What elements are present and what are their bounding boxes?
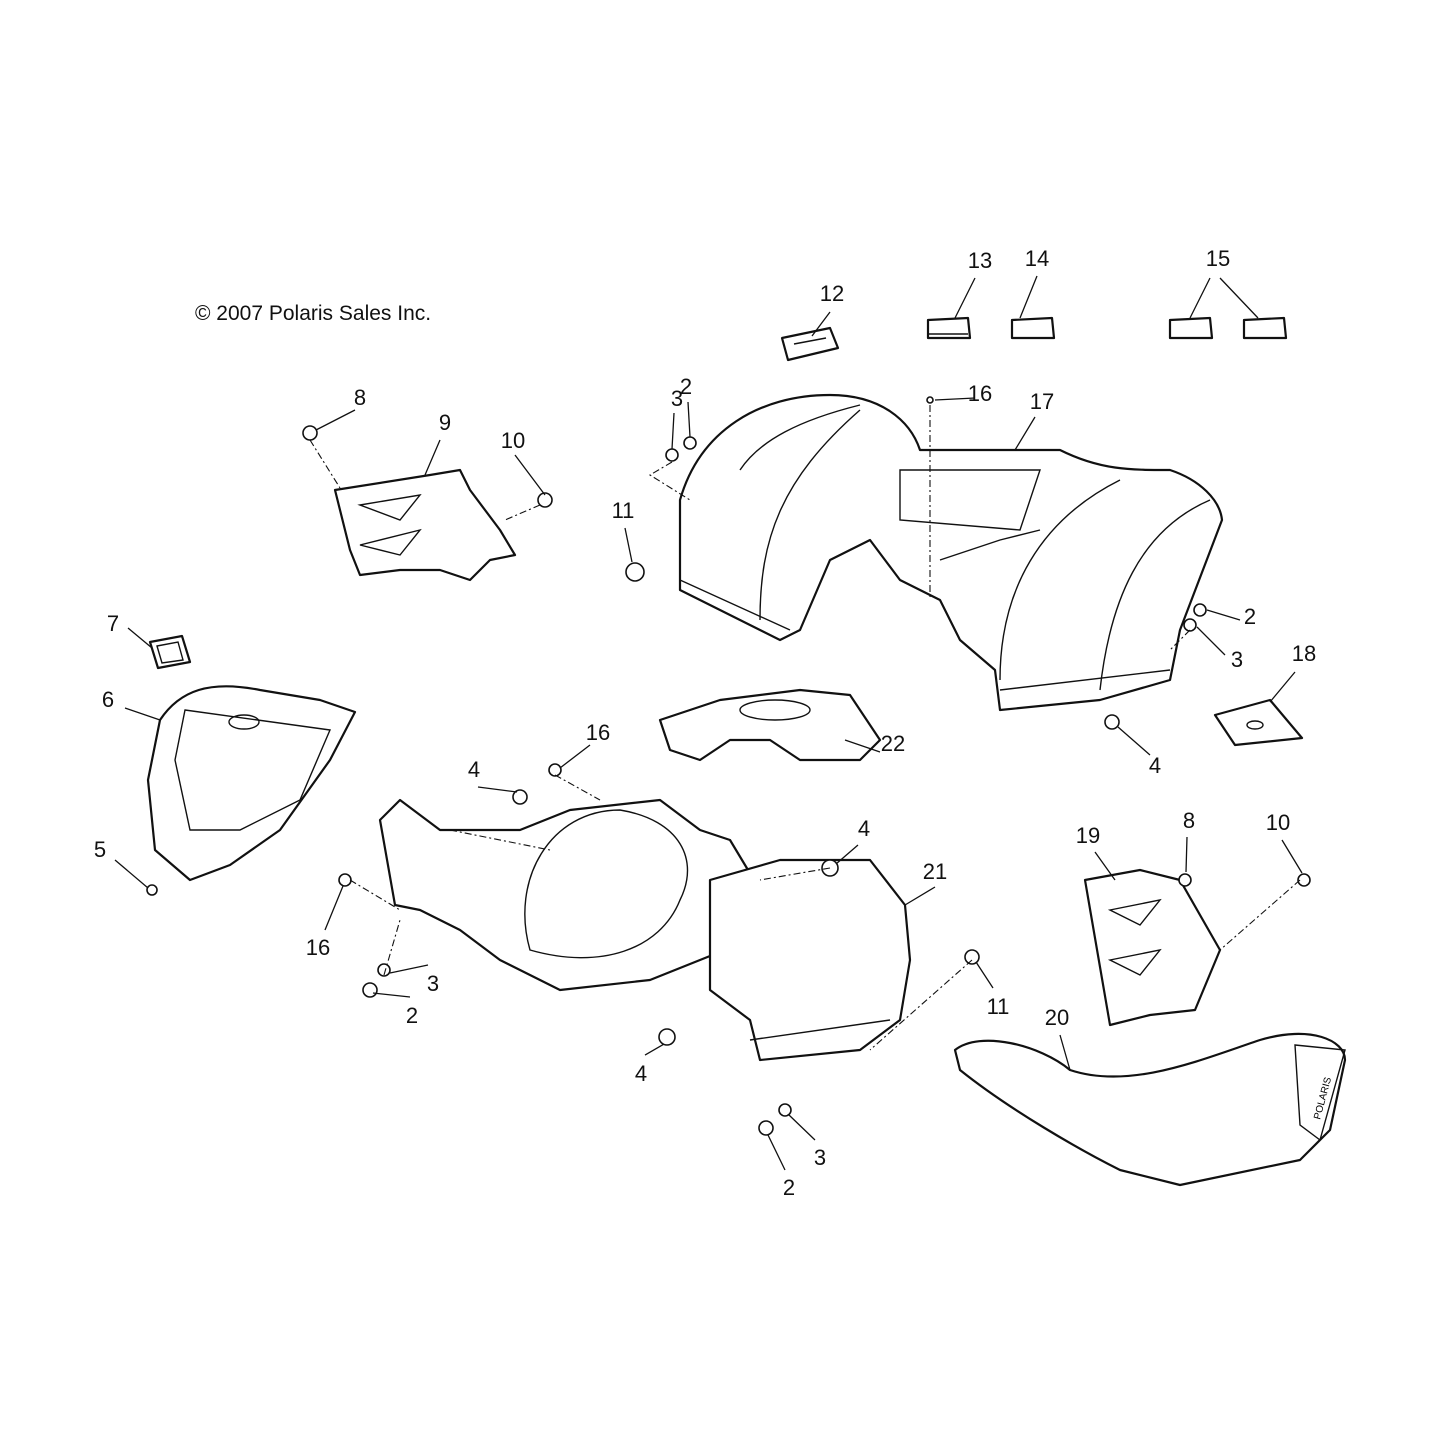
bezel-7 <box>148 634 192 670</box>
callout-14: 14 <box>1025 246 1049 271</box>
callout-4: 4 <box>1149 753 1161 778</box>
callout-8: 8 <box>354 385 366 410</box>
side-panel-9 <box>333 468 517 582</box>
decal-13 <box>926 316 972 340</box>
dash-cover-22 <box>658 688 882 762</box>
callout-4: 4 <box>635 1061 647 1086</box>
callout-21: 21 <box>923 859 947 884</box>
leader-lines <box>114 275 1303 1171</box>
callout-2: 2 <box>1244 604 1256 629</box>
callout-2: 2 <box>406 1003 418 1028</box>
callout-16: 16 <box>306 935 330 960</box>
callout-5: 5 <box>94 837 106 862</box>
plate-18 <box>1213 698 1304 747</box>
callout-3: 3 <box>671 386 683 411</box>
decal-15-left <box>1168 316 1214 340</box>
copyright-notice: © 2007 Polaris Sales Inc. <box>195 302 431 325</box>
callout-10: 10 <box>1266 810 1290 835</box>
callout-13: 13 <box>968 248 992 273</box>
callout-20: 20 <box>1045 1005 1069 1030</box>
front-nose-6 <box>146 685 357 882</box>
callout-8: 8 <box>1183 808 1195 833</box>
callout-9: 9 <box>439 410 451 435</box>
callout-3: 3 <box>1231 647 1243 672</box>
decal-14 <box>1010 316 1056 340</box>
callout-10: 10 <box>501 428 525 453</box>
front-fender <box>378 798 762 992</box>
callout-2: 2 <box>680 374 692 399</box>
callout-19: 19 <box>1076 823 1100 848</box>
callout-4: 4 <box>858 816 870 841</box>
decal-15-right <box>1242 316 1288 340</box>
callout-11: 11 <box>612 498 635 523</box>
callout-18: 18 <box>1292 641 1316 666</box>
callout-labels: 13 14 15 12 8 9 10 3 2 16 17 11 7 6 2 3 … <box>94 246 1316 1200</box>
callout-17: 17 <box>1030 389 1054 414</box>
callout-22: 22 <box>881 731 905 756</box>
side-panel-19 <box>1083 868 1222 1027</box>
callout-3: 3 <box>427 971 439 996</box>
callout-2: 2 <box>783 1175 795 1200</box>
rear-fender <box>678 393 1224 712</box>
seat-20: POLARIS <box>953 1032 1347 1187</box>
callout-3: 3 <box>814 1145 826 1170</box>
callout-15: 15 <box>1206 246 1230 271</box>
callout-11: 11 <box>987 994 1010 1019</box>
callout-12: 12 <box>820 281 844 306</box>
callout-6: 6 <box>102 687 114 712</box>
bracket-12 <box>780 326 840 362</box>
callout-4: 4 <box>468 757 480 782</box>
callout-16: 16 <box>586 720 610 745</box>
footwell-21 <box>708 858 912 1062</box>
callout-16: 16 <box>968 381 992 406</box>
callout-7: 7 <box>107 611 119 636</box>
dash-lines <box>309 405 1301 1051</box>
